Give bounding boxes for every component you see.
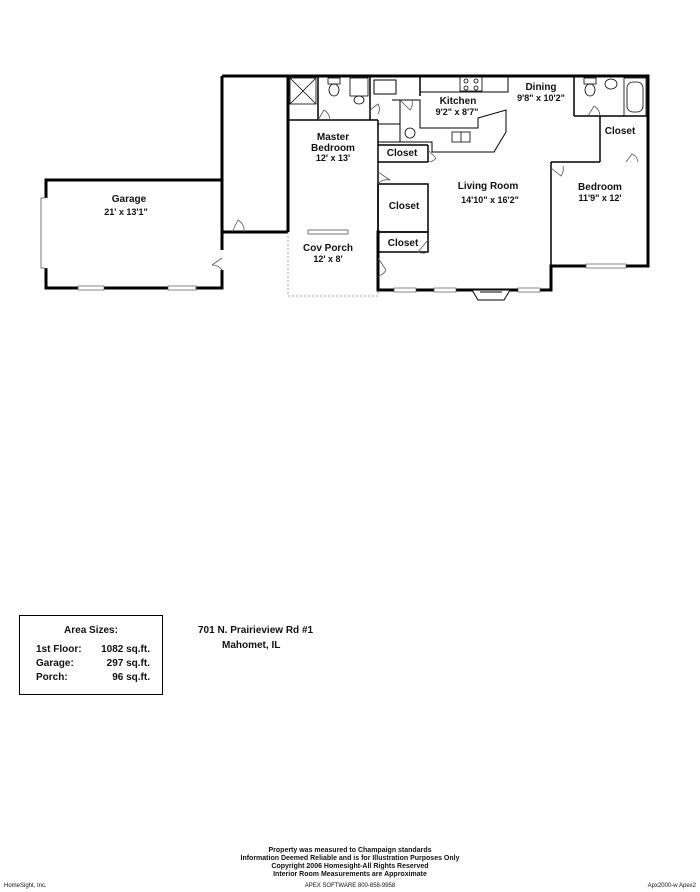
address-line-1: 701 N. Prairieview Rd #1	[198, 625, 314, 636]
porch-size: 12' x 8'	[313, 254, 342, 264]
sliding-door	[307, 229, 349, 235]
fireplace	[471, 289, 511, 301]
closet-bedroom: Closet	[605, 126, 636, 137]
footer-center: APEX SOFTWARE 800-858-9958	[304, 883, 396, 889]
area-sizes-title: Area Sizes:	[64, 625, 118, 636]
bedroom-size: 11'9" x 12'	[578, 193, 621, 203]
breezeway-door-swing	[231, 219, 245, 233]
footer-line-3: Copyright 2006 Homesight-All Rights Rese…	[271, 863, 429, 870]
area-value: 96 sq.ft.	[112, 672, 150, 683]
garage-outline	[40, 178, 224, 291]
closet-living-1: Closet	[389, 201, 420, 212]
master-bedroom-name-1: Master	[317, 132, 349, 143]
bedroom-name: Bedroom	[578, 182, 622, 193]
stove	[459, 76, 483, 92]
living-room-size: 14'10" x 16'2"	[461, 195, 519, 205]
garage-name: Garage	[112, 194, 147, 205]
area-sizes-box: Area Sizes: 1st Floor: 1082 sq.ft. Garag…	[19, 615, 163, 695]
porch-name: Cov Porch	[303, 243, 353, 254]
front-windows	[393, 263, 627, 293]
area-label: Garage:	[36, 658, 74, 669]
interior-walls	[288, 76, 648, 266]
footer-line-1: Property was measured to Champaign stand…	[268, 847, 432, 854]
bath-fixtures	[289, 77, 647, 117]
garage-door-swing	[211, 257, 223, 271]
covered-porch	[287, 232, 379, 297]
door-swings	[317, 99, 639, 277]
appliance-circles	[404, 127, 416, 139]
kitchen-counters	[373, 75, 509, 153]
footer-line-4: Interior Room Measurements are Approxima…	[273, 871, 427, 878]
kitchen-size: 9'2" x 8'7"	[436, 107, 479, 117]
footer-left: HomeSight, Inc.	[4, 883, 47, 889]
kitchen-name: Kitchen	[440, 96, 477, 107]
area-label: 1st Floor:	[36, 644, 82, 655]
dining-size: 9'8" x 10'2"	[517, 93, 565, 103]
kitchen-sink	[451, 131, 471, 143]
footer-right: Apx2000-w Apex2	[647, 883, 696, 889]
dining-name: Dining	[525, 82, 556, 93]
closet-living-2: Closet	[388, 238, 419, 249]
area-value: 1082 sq.ft.	[101, 644, 150, 655]
master-bedroom-size: 12' x 13'	[316, 153, 350, 163]
address-line-2: Mahomet, IL	[222, 640, 281, 651]
garage-size: 21' x 13'1"	[104, 207, 148, 217]
closet-master: Closet	[387, 148, 418, 159]
master-bedroom-name-2: Bedroom	[311, 143, 355, 154]
breezeway	[220, 74, 288, 234]
living-room-name: Living Room	[458, 181, 519, 192]
area-value: 297 sq.ft.	[106, 658, 150, 669]
area-label: Porch:	[36, 672, 68, 683]
footer-line-2: Information Deemed Reliable and is for I…	[240, 855, 460, 862]
